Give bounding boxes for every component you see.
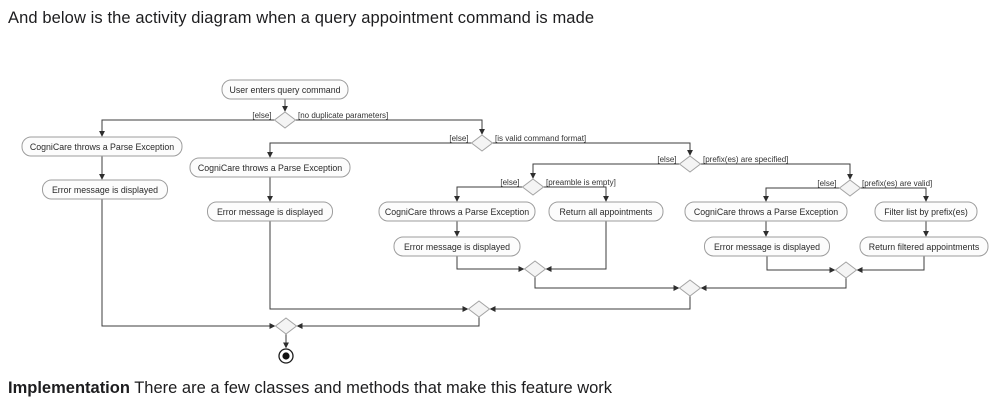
- node-error-displayed-4: Error message is displayed: [704, 236, 830, 257]
- edge-c3-merge1: [456, 256, 525, 272]
- edge-prefix-spec-else: [530, 163, 680, 179]
- edge-preamble-yes: [543, 186, 609, 202]
- merge-diamond-final: [274, 317, 298, 335]
- decision-prefixes-specified: [678, 155, 702, 173]
- edge-r4-merge2: [856, 256, 925, 273]
- edge-merge12-merge3: [489, 296, 691, 312]
- edge-l2-final-merge: [101, 199, 276, 329]
- node-error-displayed-2: Error message is displayed: [207, 201, 333, 222]
- node-label: CogniCare throws a Parse Exception: [694, 207, 838, 217]
- node-return-all-appointments: Return all appointments: [548, 201, 664, 222]
- node-user-enters-query: User enters query command: [221, 79, 349, 100]
- node-label: Return filtered appointments: [869, 242, 980, 252]
- branch-else-label: [else]: [657, 155, 676, 164]
- edge-valid-yes: [492, 142, 693, 156]
- node-error-displayed-3: Error message is displayed: [393, 236, 521, 257]
- edge-prefix-spec-yes: [700, 163, 853, 180]
- edge-preamble-else: [454, 186, 523, 202]
- edge-c2-merge1: [545, 221, 607, 272]
- edge-merge3-merge4: [296, 317, 480, 329]
- node-parse-exception-2: CogniCare throws a Parse Exception: [189, 157, 351, 178]
- node-parse-exception-4: CogniCare throws a Parse Exception: [684, 201, 848, 222]
- node-label: CogniCare throws a Parse Exception: [385, 207, 529, 217]
- implementation-label: Implementation: [8, 379, 130, 397]
- decision-prefixes-valid: [838, 179, 862, 197]
- edge-m2-merge3: [269, 221, 469, 312]
- edge-r3-merge2: [766, 256, 836, 273]
- edge-prefix-valid-else: [763, 187, 840, 202]
- node-label: Error message is displayed: [404, 242, 510, 252]
- node-label: Filter list by prefix(es): [884, 207, 968, 217]
- merge-diamond-mid: [678, 279, 702, 297]
- branch-cond-label: [prefix(es) are specified]: [703, 155, 788, 164]
- branch-cond-label: [no duplicate parameters]: [298, 111, 388, 120]
- node-label: Return all appointments: [560, 207, 654, 217]
- edge-prefix-valid-yes: [860, 187, 929, 202]
- decision-duplicate-parameters: [273, 111, 297, 129]
- intro-text: And below is the activity diagram when a…: [8, 9, 595, 27]
- node-label: CogniCare throws a Parse Exception: [198, 163, 342, 173]
- implementation-text: Implementation There are a few classes a…: [8, 379, 612, 398]
- merge-diamond-valid: [467, 300, 491, 318]
- node-label: Error message is displayed: [52, 185, 158, 195]
- branch-cond-label: [prefix(es) are valid]: [862, 179, 932, 188]
- diagram-nodes: User enters query command CogniCare thro…: [21, 79, 989, 257]
- diagram-diamonds: [273, 111, 862, 335]
- merge-diamond-preamble: [523, 260, 547, 278]
- decision-preamble-empty: [521, 178, 545, 196]
- branch-cond-label: [is valid command format]: [495, 134, 586, 143]
- node-label: Error message is displayed: [714, 242, 820, 252]
- node-filter-list-by-prefix: Filter list by prefix(es): [874, 201, 978, 222]
- implementation-rest: There are a few classes and methods that…: [129, 379, 613, 397]
- node-parse-exception-1: CogniCare throws a Parse Exception: [21, 136, 183, 157]
- edge-dup-else: [99, 119, 275, 137]
- node-label: User enters query command: [230, 85, 341, 95]
- diagram-branch-labels: [else] [no duplicate parameters] [else] …: [252, 111, 932, 188]
- branch-else-label: [else]: [500, 178, 519, 187]
- diagram-edges: [99, 99, 929, 349]
- branch-else-label: [else]: [449, 134, 468, 143]
- branch-cond-label: [preamble is empty]: [546, 178, 616, 187]
- edge-valid-else: [267, 142, 472, 158]
- decision-valid-command-format: [470, 134, 494, 152]
- node-return-filtered-appointments: Return filtered appointments: [859, 236, 989, 257]
- edge-dup-yes: [295, 119, 485, 135]
- branch-else-label: [else]: [252, 111, 271, 120]
- merge-diamond-prefix: [834, 261, 858, 279]
- edge-merge1-merge12: [534, 277, 680, 291]
- node-label: Error message is displayed: [217, 207, 323, 217]
- branch-else-label: [else]: [817, 179, 836, 188]
- node-parse-exception-3: CogniCare throws a Parse Exception: [378, 201, 536, 222]
- node-label: CogniCare throws a Parse Exception: [30, 142, 174, 152]
- edge-merge2-merge12: [700, 278, 847, 291]
- node-error-displayed-1: Error message is displayed: [42, 179, 168, 200]
- activity-final-icon: [278, 348, 294, 364]
